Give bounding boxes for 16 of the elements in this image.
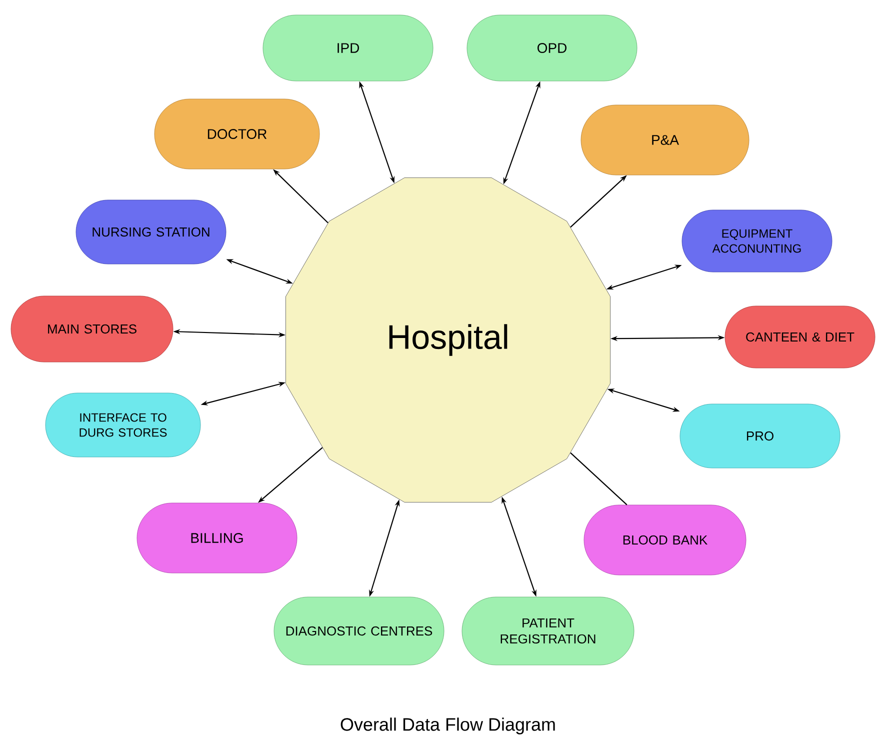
process-pill: DOCTOR: [154, 98, 320, 170]
process-pill: NURSING STATION: [76, 200, 226, 264]
process-pill: PATIENT REGISTRATION: [462, 596, 634, 666]
process-pill: BILLING: [136, 502, 298, 574]
process-pill: PRO: [680, 404, 840, 468]
process-pill: CANTEEN & DIET: [724, 306, 876, 368]
process-pill: BLOOD BANK: [584, 504, 746, 576]
hospital-polygon: Hospital: [286, 178, 610, 502]
process-pill: INTERFACE TO DURG STORES: [45, 392, 201, 458]
process-pill: OPD: [466, 14, 638, 82]
process-pill: P&A: [580, 104, 750, 176]
process-pill: IPD: [262, 14, 434, 82]
caption: Overall Data Flow Diagram: [340, 718, 555, 734]
process-pill: MAIN STORES: [10, 296, 174, 362]
process-pill: DIAGNOSTIC CENTRES: [274, 596, 444, 666]
process-pill: EQUIPMENT ACCONUNTING: [682, 210, 832, 272]
